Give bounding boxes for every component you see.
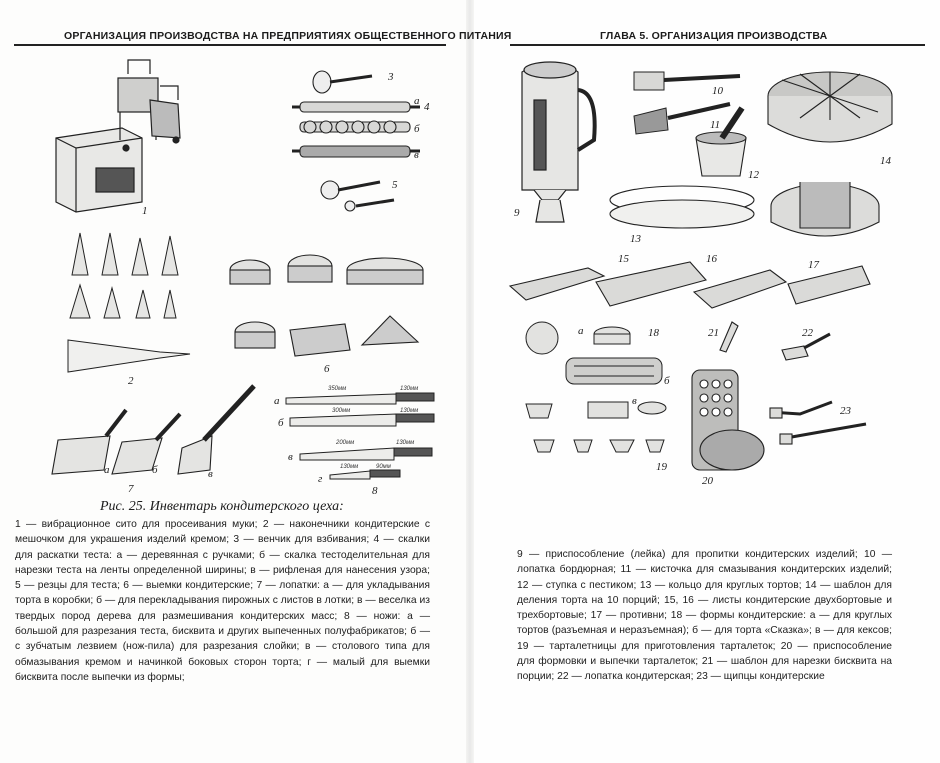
knives-illustration xyxy=(285,392,435,480)
figure-caption: Рис. 25. Инвентарь кондитерского цеха: xyxy=(100,499,344,514)
label-9: 9 xyxy=(514,207,520,219)
dim-130-c: 130мм xyxy=(396,440,414,446)
baking-sheets-illustration xyxy=(508,261,871,309)
dim-130-a: 130мм xyxy=(400,386,418,392)
right-figure: 9 10 11 12 13 14 15 16 17 xyxy=(508,61,893,487)
label-1: 1 xyxy=(142,205,148,217)
label-10: 10 xyxy=(712,85,724,97)
rolling-pins-illustration xyxy=(292,70,420,212)
label-16: 16 xyxy=(706,253,718,265)
dim-130-b: 130мм xyxy=(400,408,418,414)
mortar-and-ring-illustration xyxy=(609,106,755,229)
dim-90: 90мм xyxy=(376,464,391,470)
dim-300: 300мм xyxy=(332,408,350,414)
piping-tips-illustration xyxy=(67,232,191,373)
label-20: 20 xyxy=(702,475,714,487)
label-3: 3 xyxy=(387,71,394,83)
template-and-tongs-illustration xyxy=(719,321,867,445)
label-6: 6 xyxy=(324,363,330,375)
label-18v: в xyxy=(632,395,637,407)
cake-divider-illustration xyxy=(767,71,893,237)
label-7b: б xyxy=(152,464,158,476)
spatula-brush-illustration xyxy=(633,71,741,135)
label-11: 11 xyxy=(710,119,720,131)
label-8g: г xyxy=(318,473,323,485)
label-8b: б xyxy=(278,417,284,429)
book-gutter xyxy=(466,0,474,763)
left-figure: 1 2 3 4 а б в 5 6 xyxy=(51,59,435,497)
label-12: 12 xyxy=(748,169,760,181)
label-8v: в xyxy=(288,451,293,463)
label-4a: а xyxy=(414,95,420,107)
right-header-rule xyxy=(510,44,925,46)
tartlet-mold-illustration xyxy=(691,369,765,471)
label-4v: в xyxy=(414,149,419,161)
label-2: 2 xyxy=(128,375,134,387)
label-15: 15 xyxy=(618,253,630,265)
label-19: 19 xyxy=(656,461,668,473)
label-22: 22 xyxy=(802,327,814,339)
label-5: 5 xyxy=(392,179,398,191)
label-7: 7 xyxy=(128,483,134,495)
label-8a: а xyxy=(274,395,280,407)
label-18a: а xyxy=(578,325,584,337)
label-8: 8 xyxy=(372,485,378,497)
label-4b: б xyxy=(414,123,420,135)
right-running-header: ГЛАВА 5. ОРГАНИЗАЦИЯ ПРОИЗВОДСТВА xyxy=(600,30,828,42)
label-18b: б xyxy=(664,375,670,387)
dim-350: 350мм xyxy=(328,386,346,392)
label-7v: в xyxy=(208,468,213,480)
label-4: 4 xyxy=(424,101,430,113)
dim-130-d: 130мм xyxy=(340,464,358,470)
label-17: 17 xyxy=(808,259,820,271)
label-23: 23 xyxy=(840,405,852,417)
right-figure-legend: 9 — приспособление (лейка) для пропитки … xyxy=(517,549,892,683)
label-13: 13 xyxy=(630,233,642,245)
left-figure-legend: 1 — вибрационное сито для просеивания му… xyxy=(15,519,430,683)
label-14: 14 xyxy=(880,155,892,167)
syrup-can-illustration xyxy=(521,61,597,223)
left-header-rule xyxy=(14,44,446,46)
label-21: 21 xyxy=(708,327,719,339)
cake-molds-illustration xyxy=(525,321,667,453)
dim-200: 200мм xyxy=(335,440,354,446)
vibration-sieve-illustration xyxy=(55,59,181,213)
label-7a: а xyxy=(104,464,110,476)
label-18: 18 xyxy=(648,327,660,339)
pastry-cutters-illustration xyxy=(229,254,424,357)
left-running-header: ОРГАНИЗАЦИЯ ПРОИЗВОДСТВА НА ПРЕДПРИЯТИЯХ… xyxy=(64,30,512,42)
spatulas-illustration xyxy=(51,384,256,475)
